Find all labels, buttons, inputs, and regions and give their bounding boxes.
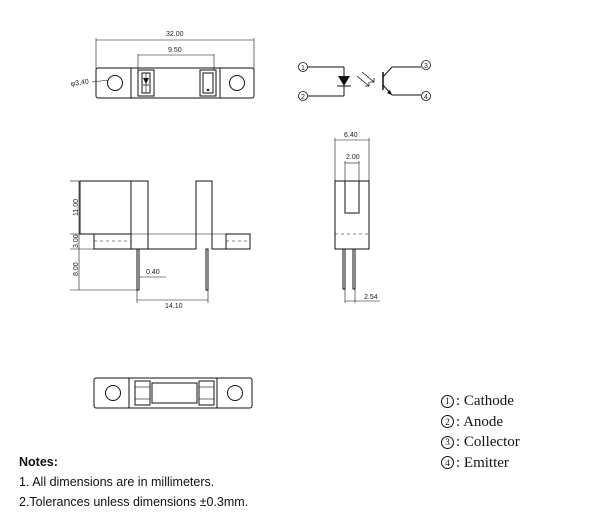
pin2-marker [298,91,308,101]
pin-number-badge: 4 [441,456,454,470]
notes-title: Notes: [19,455,58,469]
legend-item-anode: 2 : Anode [441,412,520,433]
svg-text:2: 2 [301,94,305,101]
dim-top-height: 11.00 [73,199,80,216]
legend-item-cathode: 1 : Cathode [441,391,520,412]
legend-label: : Emitter [456,454,509,471]
led-diode-symbol [338,76,350,86]
dim-hole-diameter: φ3.40 [70,79,89,88]
side-lead-right [352,248,356,290]
dim-slot-width: 2.00 [346,154,360,161]
dim-side-lead-pitch: 2.54 [364,294,378,301]
front-lead-right [205,248,209,291]
side-lead-left [342,248,346,290]
pin3-marker [421,60,431,70]
svg-text:4: 4 [424,94,428,101]
note-item: 1. All dimensions are in millimeters. [19,475,215,489]
top-body-outline [95,67,255,99]
dim-lead-length: 8.00 [73,262,80,276]
dim-slot-spacing: 9.50 [168,47,182,54]
dim-overall-length: 32.00 [166,31,184,38]
notes-section: Notes: 1. All dimensions are in millimet… [19,452,248,512]
front-view: 11.00 3.00 8.00 0.40 14.10 [70,180,251,310]
circuit-schematic: 1 2 3 4 [298,60,431,101]
bottom-body-outline [93,377,253,409]
dim-lead-width: 0.40 [146,269,160,276]
bottom-view [93,377,253,409]
pin1-marker [298,62,308,72]
side-view: 6.40 2.00 2.54 [334,132,380,303]
front-lead-left [136,248,140,291]
mount-hole-right [229,75,245,91]
bottom-mount-hole-left [105,385,121,401]
pin-number-badge: 1 [441,394,454,408]
legend-label: : Cathode [456,393,514,409]
svg-text:3: 3 [424,63,428,70]
note-item: 2.Tolerances unless dimensions ±0.3mm. [19,495,249,509]
bottom-mount-hole-right [227,385,243,401]
svg-text:1: 1 [301,65,305,72]
mount-hole-left [107,75,123,91]
pin-number-badge: 3 [441,435,454,449]
pin4-marker [421,91,431,101]
dim-body-height: 3.00 [73,234,80,248]
dim-lead-pitch: 14.10 [165,303,183,310]
pin-number-badge: 2 [441,415,454,429]
top-view: 32.00 9.50 φ3.40 [70,31,255,99]
front-housing-outline [79,180,251,250]
dim-side-width: 6.40 [344,132,358,139]
legend-label: : Anode [456,413,504,430]
legend-label: : Collector [456,434,520,450]
side-housing-outline [334,180,370,250]
pin-legend: 1 : Cathode 2 : Anode 3 : Collector 4 : … [441,391,520,473]
legend-item-emitter: 4 : Emitter [441,453,520,474]
legend-item-collector: 3 : Collector [441,432,520,453]
